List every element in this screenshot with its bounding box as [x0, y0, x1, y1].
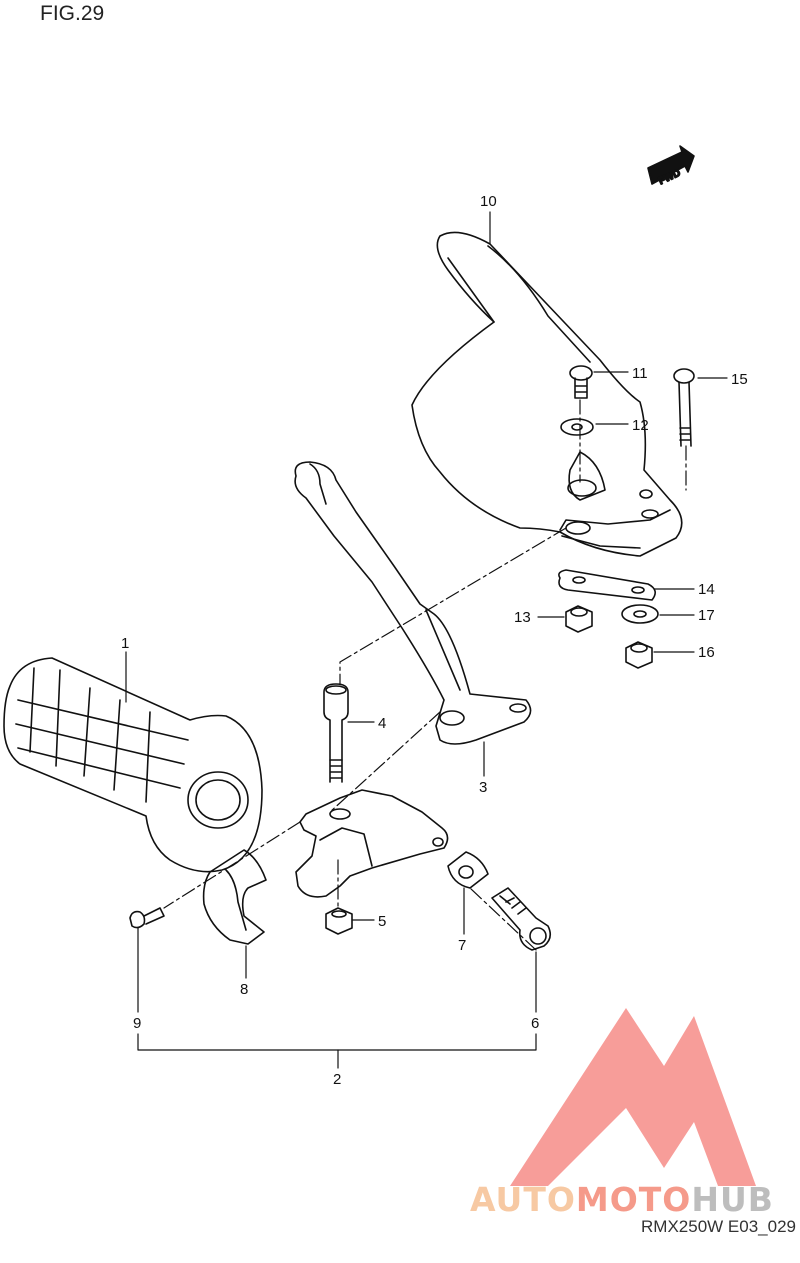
- grip: [3, 657, 263, 873]
- callout-17: 17: [698, 607, 715, 624]
- figure-code: RMX250W E03_029: [641, 1217, 796, 1236]
- leader-lines: [125, 211, 728, 1069]
- pivot-bolt: [323, 683, 349, 783]
- callout-3: 3: [479, 779, 487, 796]
- callout-12: 12: [632, 417, 649, 434]
- brand-moto: MOTO: [575, 1180, 692, 1219]
- nut-5: [325, 907, 353, 935]
- callout-15: 15: [731, 371, 748, 388]
- callout-labels: 10 11 12 15 14 13 17 16 1 4 3 5 7 8 9 6 …: [121, 193, 748, 1088]
- center-lines: [163, 399, 687, 951]
- callout-2: 2: [333, 1071, 341, 1088]
- hand-guard: [411, 231, 683, 557]
- bolt-11: [569, 365, 593, 399]
- callout-11: 11: [632, 365, 648, 382]
- clamp: [202, 849, 267, 945]
- adjuster-nut: [447, 851, 489, 889]
- washer-12: [560, 418, 594, 436]
- lever-holder: [295, 789, 449, 898]
- brand-hub: HUB: [691, 1180, 774, 1219]
- fwd-arrow-icon: FWD: [647, 145, 695, 188]
- callout-7: 7: [458, 937, 466, 954]
- callout-14: 14: [698, 581, 715, 598]
- callout-1: 1: [121, 635, 129, 652]
- callout-6: 6: [531, 1015, 539, 1032]
- adjuster-bolt: [491, 887, 552, 951]
- brand-auto: AUTO: [470, 1180, 576, 1219]
- callout-16: 16: [698, 644, 715, 661]
- clutch-lever: [294, 461, 532, 745]
- callout-10: 10: [480, 193, 497, 210]
- callout-5: 5: [378, 913, 386, 930]
- automotohub-logo-icon: [510, 1008, 756, 1186]
- bolt-15: [673, 368, 695, 447]
- plate-14: [558, 569, 656, 601]
- nut-13: [565, 605, 593, 633]
- callout-9: 9: [133, 1015, 141, 1032]
- screw: [129, 907, 165, 929]
- callout-4: 4: [378, 715, 386, 732]
- figure-title: FIG.29: [40, 2, 105, 25]
- watermark-brand: AUTOMOTOHUB: [470, 1180, 774, 1219]
- washer-17: [621, 604, 659, 624]
- callout-13: 13: [514, 609, 531, 626]
- callout-8: 8: [240, 981, 248, 998]
- nut-16: [625, 641, 653, 669]
